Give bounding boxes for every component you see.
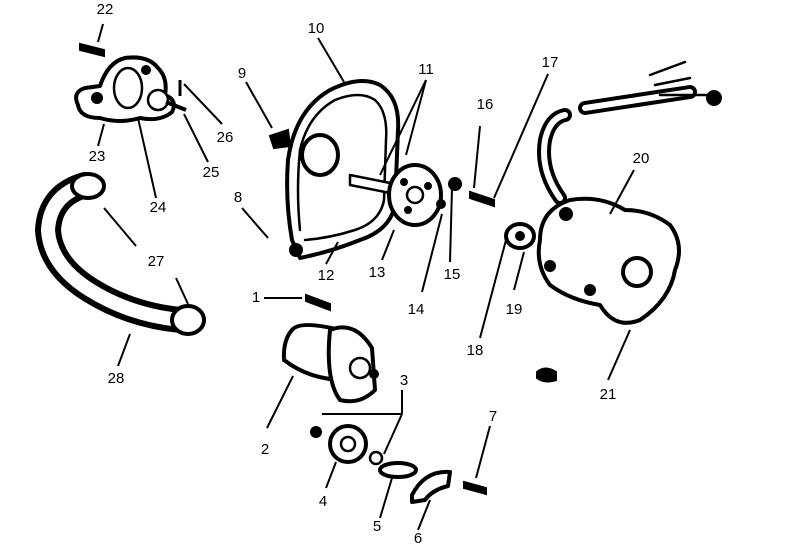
callout-21: 21	[600, 386, 617, 403]
callout-5: 5	[373, 518, 381, 535]
callout-26: 26	[217, 129, 234, 146]
callout-15: 15	[444, 266, 461, 283]
callout-3: 3	[400, 372, 408, 389]
callout-1: 1	[252, 289, 260, 306]
callout-labels: 1 2 3 4 5 6 7 8 9 10 11 12 13 14 15 16 1…	[89, 1, 650, 547]
callout-24: 24	[150, 199, 167, 216]
starter-pinion-parts	[310, 424, 487, 504]
callout-25: 25	[203, 164, 220, 181]
callout-20: 20	[633, 150, 650, 167]
fuel-hose	[34, 172, 206, 336]
callout-4: 4	[319, 493, 327, 510]
fan-housing	[268, 79, 401, 260]
callout-13: 13	[369, 264, 386, 281]
callout-2: 2	[261, 441, 269, 458]
callout-22: 22	[97, 1, 114, 18]
callout-14: 14	[408, 301, 425, 318]
callout-9: 9	[238, 65, 246, 82]
callout-12: 12	[318, 267, 335, 284]
callout-16: 16	[477, 96, 494, 113]
callout-27: 27	[148, 253, 165, 270]
callout-8: 8	[234, 189, 242, 206]
callout-6: 6	[414, 530, 422, 547]
callout-18: 18	[467, 342, 484, 359]
leader-lines	[97, 23, 635, 531]
small-bolts	[448, 177, 495, 208]
callout-19: 19	[506, 301, 523, 318]
fan-wheel	[348, 163, 446, 227]
stator-assembly	[504, 60, 722, 325]
pump-assembly	[74, 42, 187, 123]
callout-28: 28	[108, 370, 125, 387]
callout-7: 7	[489, 408, 497, 425]
loose-nut	[536, 367, 557, 383]
callout-10: 10	[308, 20, 325, 37]
callout-11: 11	[418, 61, 434, 78]
callout-23: 23	[89, 148, 106, 165]
callout-17: 17	[542, 54, 559, 71]
starter-motor	[281, 293, 379, 404]
